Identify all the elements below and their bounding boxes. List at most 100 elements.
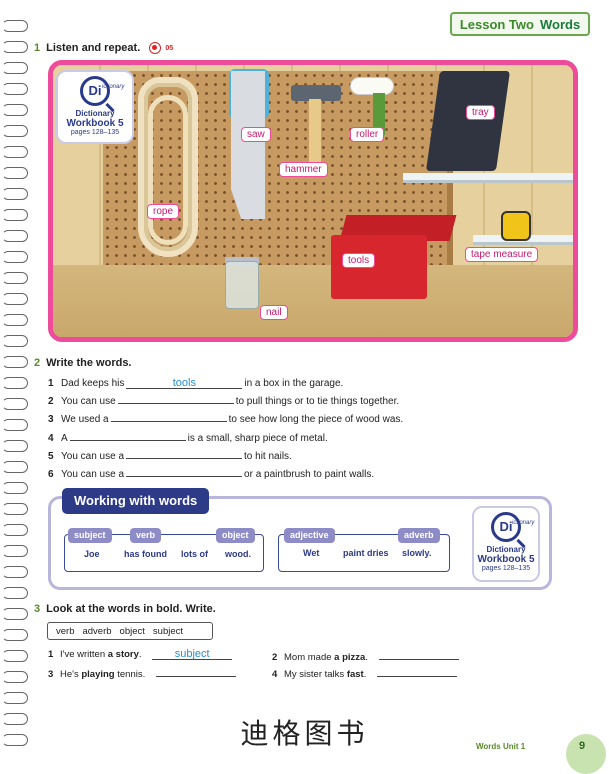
word-wood: wood. [225, 549, 251, 559]
workshop-illustration: saw roller tray hammer rope tools tape m… [48, 60, 578, 342]
word-paint-dries: paint dries [343, 548, 389, 558]
section1-title: Listen and repeat. [46, 42, 141, 54]
item-text-after: to see how long the piece of wood was. [228, 414, 404, 426]
answer-blank[interactable]: tools [126, 377, 243, 389]
saw-blade-image [231, 71, 265, 219]
item-pre: Mom made [284, 652, 335, 663]
spiral-ring [2, 587, 28, 599]
bank-word: adverb [82, 625, 112, 637]
item-pre: I've written [60, 649, 108, 660]
hammer-handle-image [309, 99, 321, 173]
rope-image [138, 77, 198, 257]
item-text-before: We used a [61, 414, 109, 426]
answer-blank[interactable] [117, 392, 234, 405]
tag-object: object [216, 528, 255, 543]
item-post: . [138, 649, 142, 660]
spiral-ring [2, 125, 28, 137]
answer-blank[interactable] [69, 429, 186, 441]
spiral-ring [2, 503, 28, 515]
item-number: 2 [272, 652, 278, 663]
dictionary-line1: Dictionary [486, 545, 526, 554]
item-post: tennis. [114, 669, 146, 680]
rope-coil-image [148, 95, 188, 245]
spiral-ring [2, 650, 28, 662]
paint-roller-image [350, 77, 394, 95]
dictionary-line1: Dictionary [75, 109, 115, 118]
label-saw: saw [241, 127, 271, 142]
answer-blank[interactable] [377, 665, 457, 677]
list-item: 5 You can use a to hit nails. [48, 447, 403, 465]
spiral-ring [2, 713, 28, 725]
spiral-ring [2, 272, 28, 284]
item-number: 4 [272, 669, 278, 680]
lesson-label: Lesson Two [459, 16, 534, 32]
spiral-ring [2, 20, 28, 32]
spiral-ring [2, 629, 28, 641]
spiral-ring [2, 461, 28, 473]
word-slowly: slowly. [402, 548, 432, 558]
spiral-ring [2, 83, 28, 95]
section3-title: Look at the words in bold. Write. [46, 603, 216, 615]
tag-adjective: adjective [284, 528, 335, 543]
word-has-found: has found [124, 549, 167, 559]
answer-blank[interactable] [110, 410, 227, 423]
dictionary-pages: pages 128–135 [481, 565, 531, 572]
list-item: 6 You can use a or a paintbrush to paint… [48, 465, 403, 483]
paint-tray-image [425, 71, 511, 171]
spiral-ring [2, 440, 28, 452]
item-text-after: or a paintbrush to paint walls. [244, 469, 375, 481]
item-bold: playing [81, 669, 115, 680]
answer-blank[interactable] [378, 648, 459, 660]
spiral-ring [2, 419, 28, 431]
spiral-ring [2, 167, 28, 179]
label-roller: roller [350, 127, 385, 142]
spiral-ring [2, 482, 28, 494]
spiral-ring [2, 293, 28, 305]
item-post: . [363, 669, 367, 680]
word-joe: Joe [84, 549, 100, 559]
lesson-tab: Lesson Two Words [450, 12, 590, 36]
dictionary-badge: Di ictionary Dictionary Workbook 5 pages… [56, 70, 134, 144]
answer-blank[interactable] [126, 465, 243, 478]
item-number: 3 [48, 669, 54, 680]
answer-blank[interactable]: subject [152, 648, 233, 660]
bank-word: object [119, 625, 145, 637]
sentence-group-1 [64, 534, 264, 572]
lesson-words-label: Words [539, 16, 581, 32]
item-text-before: Dad keeps his [61, 378, 125, 389]
item-bold: a pizza [334, 652, 366, 663]
spiral-ring [2, 188, 28, 200]
spiral-ring [2, 524, 28, 536]
dictionary-badge: Di ictionary Dictionary Workbook 5 pages… [472, 506, 540, 582]
answer-blank[interactable] [126, 447, 243, 459]
audio-cd-icon[interactable] [149, 42, 162, 55]
write-the-words-list: 1 Dad keeps his tools in a box in the ga… [48, 375, 403, 483]
spiral-ring [2, 251, 28, 263]
item-number: 1 [48, 378, 54, 389]
workbench-floor [53, 265, 573, 337]
tape-measure-image [501, 211, 531, 241]
list-item: 3 We used a to see how long the piece of… [48, 410, 403, 428]
nail-jar-image [225, 261, 259, 309]
section1-number: 1 [34, 42, 41, 54]
list-item: 2 You can use to pull things or to tie t… [48, 392, 403, 410]
section2-title: Write the words. [46, 357, 132, 369]
item-text-after: to pull things or to tie things together… [235, 396, 400, 408]
spiral-ring [2, 41, 28, 53]
dictionary-logo-icon: Di [491, 512, 521, 542]
spiral-ring [2, 314, 28, 326]
label-tape-measure: tape measure [465, 247, 539, 262]
dictionary-line2: Workbook 5 [66, 118, 124, 129]
page-number: 9 [566, 734, 606, 774]
tag-verb: verb [130, 528, 162, 543]
spiral-ring [2, 398, 28, 410]
item-number: 3 [48, 414, 54, 426]
label-tools: tools [342, 253, 376, 268]
answer-blank[interactable] [155, 665, 236, 677]
spiral-ring [2, 566, 28, 578]
